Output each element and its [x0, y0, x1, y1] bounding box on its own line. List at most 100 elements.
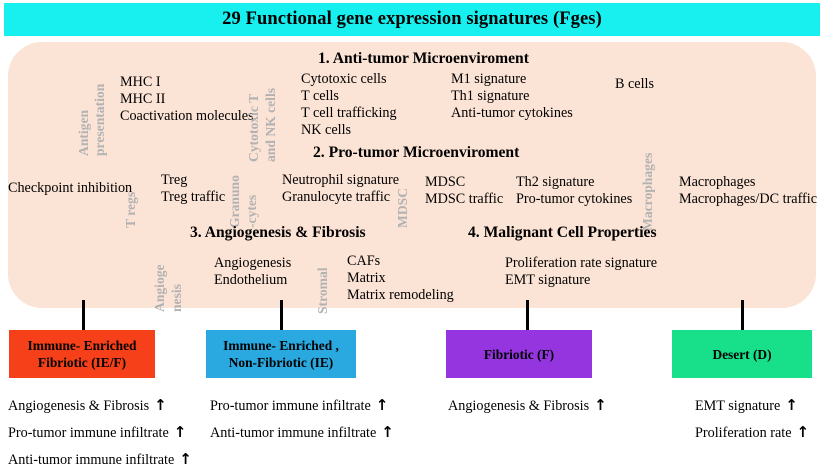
vertical-label-mdsc: MDSC — [395, 187, 410, 228]
list-item: Macrophages/DC traffic — [679, 191, 818, 207]
annotation-row: Angiogenesis & Fibrosis ↑ — [448, 392, 607, 419]
connector-line-ie — [280, 300, 283, 330]
annotation-text: Angiogenesis & Fibrosis — [8, 398, 150, 414]
list-item: Checkpoint inhibition — [8, 180, 133, 196]
connector-line-f — [526, 300, 529, 330]
vertical-label-cytotoxic-2: and NK cells — [263, 87, 278, 162]
annotation-text: Pro-tumor immune infiltrate — [210, 398, 371, 414]
annotations-ief: Angiogenesis & Fibrosis ↑ Pro-tumor immu… — [8, 392, 192, 473]
list-item: Endothelium — [214, 272, 288, 288]
list-item: Cytotoxic cells — [301, 71, 387, 87]
list-item: T cell trafficking — [301, 105, 397, 121]
section-1-heading: 1. Anti-tumor Microenviroment — [318, 50, 529, 67]
section-4-heading: 4. Malignant Cell Properties — [468, 224, 657, 241]
up-arrow-icon: ↑ — [179, 450, 192, 468]
annotation-text: Anti-tumor immune infiltrate — [8, 452, 175, 468]
group-th2: Th2 signature Pro-tumor cytokines — [516, 174, 632, 208]
vertical-label-antigen-2: presentation — [92, 83, 107, 156]
annotation-row: Pro-tumor immune infiltrate ↑ — [8, 419, 192, 446]
group-mdsc: MDSC MDSC traffic — [425, 174, 503, 208]
class-box-f[interactable]: Fibriotic (F) — [446, 330, 592, 378]
class-box-ief[interactable]: Immune- Enriched Fibriotic (IE/F) — [9, 330, 155, 378]
group-cytotoxic-nk: Cytotoxic cells T cells T cell trafficki… — [301, 71, 397, 139]
vertical-label-angiogenesis-1: Angioge — [152, 264, 167, 312]
list-item: Th1 signature — [451, 88, 530, 104]
up-arrow-icon: ↑ — [375, 396, 389, 414]
up-arrow-icon: ↑ — [381, 423, 394, 441]
group-angiogenesis: Angiogenesis Endothelium — [214, 255, 291, 289]
page-title: 29 Functional gene expression signatures… — [222, 9, 602, 29]
list-item: Coactivation molecules — [120, 108, 254, 124]
annotation-row: Pro-tumor immune infiltrate ↑ — [210, 392, 394, 419]
list-item: CAFs — [347, 253, 381, 269]
class-label-line: Immune- Enriched , — [223, 338, 339, 353]
annotations-d: EMT signature ↑ Proliferation rate ↑ — [695, 392, 809, 446]
group-checkpoint: Checkpoint inhibition — [8, 180, 132, 197]
list-item: Matrix remodeling — [347, 287, 454, 303]
list-item: EMT signature — [505, 272, 591, 288]
group-granulocytes: Neutrophil signature Granulocyte traffic — [282, 172, 399, 206]
connector-line-d — [741, 300, 744, 330]
class-box-ie[interactable]: Immune- Enriched , Non-Fibriotic (IE) — [206, 330, 356, 378]
list-item: Granulocyte traffic — [282, 189, 391, 205]
up-arrow-icon: ↑ — [173, 423, 187, 441]
class-box-d[interactable]: Desert (D) — [672, 330, 812, 378]
annotation-row: EMT signature ↑ — [695, 392, 809, 419]
list-item: MDSC — [425, 174, 466, 190]
section-2-heading: 2. Pro-tumor Microenviroment — [313, 144, 520, 161]
title-banner: 29 Functional gene expression signatures… — [4, 3, 820, 36]
list-item: T cells — [301, 88, 339, 104]
list-item: M1 signature — [451, 71, 527, 87]
list-item: Angiogenesis — [214, 255, 292, 271]
list-item: Treg — [161, 172, 188, 188]
vertical-label-granulocytes-1: Granuno — [227, 175, 242, 228]
list-item: Anti-tumor cytokines — [451, 105, 573, 121]
annotation-row: Angiogenesis & Fibrosis ↑ — [8, 392, 192, 419]
class-label-line: Immune- Enriched — [27, 338, 137, 353]
list-item: Proliferation rate signature — [505, 255, 658, 271]
vertical-label-tregs: T regs — [123, 191, 138, 228]
list-item: Th2 signature — [516, 174, 595, 190]
group-tregs: Treg Treg traffic — [161, 172, 225, 206]
annotation-row: Proliferation rate ↑ — [695, 419, 809, 446]
class-label-line: Fibriotic (IE/F) — [37, 355, 127, 370]
annotation-text: EMT signature — [695, 398, 781, 414]
vertical-label-cytotoxic-1: Cytotoxic T — [246, 93, 261, 162]
list-item: MHC II — [120, 91, 166, 107]
list-item: Neutrophil signature — [282, 172, 400, 188]
connector-line-ief — [82, 300, 85, 330]
class-label-line: Fibriotic (F) — [483, 346, 555, 362]
annotation-row: Anti-tumor immune infiltrate ↑ — [210, 419, 394, 446]
class-label-line: Non-Fibriotic (IE) — [228, 355, 334, 370]
list-item: MHC I — [120, 74, 161, 90]
group-macrophages: Macrophages Macrophages/DC traffic — [679, 174, 817, 208]
list-item: Macrophages — [679, 174, 756, 190]
vertical-label-stromal: Stromal — [315, 267, 330, 314]
list-item: Pro-tumor cytokines — [516, 191, 633, 207]
list-item: NK cells — [301, 122, 352, 138]
vertical-label-angiogenesis-2: nesis — [169, 284, 184, 312]
annotation-text: Proliferation rate — [695, 425, 792, 441]
list-item: MDSC traffic — [425, 191, 504, 207]
up-arrow-icon: ↑ — [594, 396, 607, 414]
list-item: Treg traffic — [161, 189, 226, 205]
up-arrow-icon: ↑ — [785, 396, 798, 414]
annotation-text: Angiogenesis & Fibrosis — [448, 398, 590, 414]
annotation-row: Anti-tumor immune infiltrate ↑ — [8, 446, 192, 473]
annotation-text: Pro-tumor immune infiltrate — [8, 425, 169, 441]
section-3-heading: 3. Angiogenesis & Fibrosis — [190, 224, 366, 241]
up-arrow-icon: ↑ — [796, 423, 810, 441]
group-m1-th1: M1 signature Th1 signature Anti-tumor cy… — [451, 71, 573, 122]
group-stromal: CAFs Matrix Matrix remodeling — [347, 253, 454, 304]
vertical-label-macrophages: Macrophages — [640, 152, 655, 231]
list-item: Matrix — [347, 270, 386, 286]
vertical-label-antigen-1: Antigen — [76, 109, 91, 156]
fges-panel — [8, 42, 816, 308]
group-antigen-presentation: MHC I MHC II Coactivation molecules — [120, 74, 254, 125]
annotations-ie: Pro-tumor immune infiltrate ↑ Anti-tumor… — [210, 392, 394, 446]
annotations-f: Angiogenesis & Fibrosis ↑ — [448, 392, 607, 419]
list-item: B cells — [615, 76, 655, 92]
group-malignant: Proliferation rate signature EMT signatu… — [505, 255, 657, 289]
group-b-cells: B cells — [615, 76, 654, 93]
